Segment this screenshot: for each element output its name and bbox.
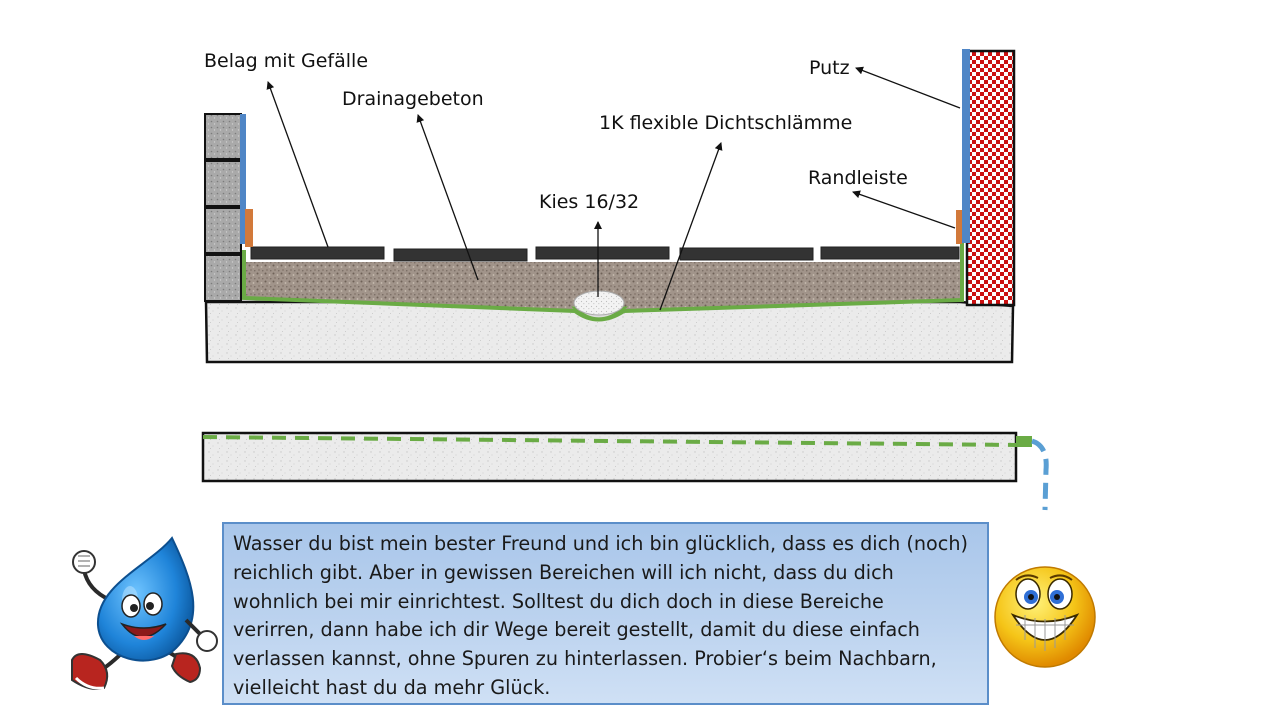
message-textbox: Wasser du bist mein bester Freund und ic… bbox=[222, 522, 989, 705]
tile bbox=[679, 247, 814, 261]
dichtschlaemme-membrane bbox=[242, 240, 964, 322]
label-putz: Putz bbox=[809, 57, 850, 79]
stone-wall-left bbox=[204, 113, 242, 302]
tile bbox=[393, 248, 528, 262]
water-outflow bbox=[1031, 438, 1049, 511]
tile-row bbox=[250, 246, 960, 262]
label-kies: Kies 16/32 bbox=[539, 191, 639, 213]
arrow-dichtschlaemme bbox=[659, 142, 723, 311]
putz-right bbox=[962, 49, 970, 243]
dashed-membrane bbox=[202, 435, 1019, 447]
tile bbox=[535, 246, 670, 260]
lower-slab bbox=[201, 431, 1049, 511]
grinning-smiley-icon bbox=[994, 566, 1096, 668]
lower-concrete-slab bbox=[201, 431, 1018, 483]
arrow-putz bbox=[855, 66, 961, 109]
arrow-drainagebeton bbox=[416, 114, 479, 281]
water-drop-mascot-icon bbox=[71, 536, 218, 690]
labels: Belag mit Gefälle Drainagebeton 1K flexi… bbox=[204, 50, 961, 311]
randleiste-left bbox=[245, 209, 253, 247]
tile bbox=[820, 246, 960, 260]
label-randleiste: Randleiste bbox=[808, 167, 908, 189]
randleiste-right bbox=[956, 210, 962, 244]
cross-section bbox=[204, 49, 1016, 364]
label-drainagebeton: Drainagebeton bbox=[342, 88, 484, 110]
putz-left bbox=[240, 114, 246, 244]
arrow-randleiste bbox=[852, 190, 956, 229]
brick-wall-right bbox=[965, 49, 1016, 307]
drainagebeton-layer bbox=[244, 262, 960, 311]
label-belag: Belag mit Gefälle bbox=[204, 50, 368, 72]
arrow-belag bbox=[266, 81, 329, 248]
drain-outlet bbox=[1016, 436, 1032, 447]
label-dichtschlaemme: 1K flexible Dichtschlämme bbox=[599, 112, 852, 134]
kies-pocket bbox=[573, 290, 625, 316]
tile bbox=[250, 246, 385, 260]
